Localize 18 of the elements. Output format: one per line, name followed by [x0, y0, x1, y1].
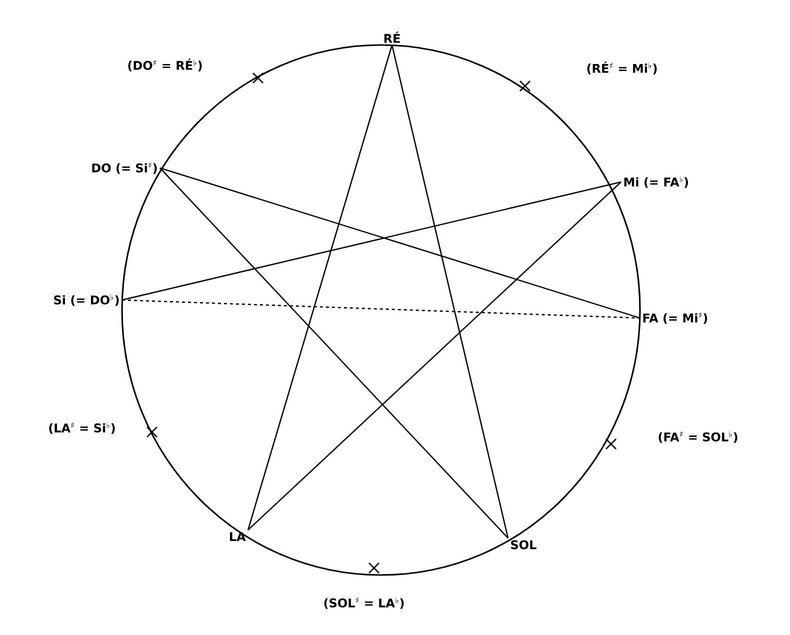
line: [122, 181, 622, 301]
line: [247, 44, 393, 530]
note-label: (FA$^{♯}$ = SOL$^{♭}$): [658, 431, 738, 443]
note-label: FA (= Mi$^{♯}$): [643, 312, 708, 324]
note-label: (RÉ$^{♯}$ = Mi$^{♭}$): [587, 62, 657, 74]
line: [391, 44, 509, 538]
note-label: (DO$^{♯}$ = RÉ$^{♭}$): [128, 58, 202, 72]
note-label: Si (= DO$^{♭}$): [54, 294, 119, 306]
note-label: (SOL$^{♯}$ = LA$^{♭}$): [324, 597, 404, 609]
line: [160, 168, 508, 538]
note-label: (LA$^{♯}$ = Si$^{♭}$): [49, 422, 115, 434]
note-label: SOL: [511, 540, 536, 550]
line: [248, 182, 622, 530]
note-label: RÉ: [384, 32, 400, 43]
note-label: Mi (= FA$^{♭}$): [624, 176, 688, 188]
line: [160, 167, 640, 319]
line: [122, 299, 640, 319]
note-label: DO (= Si$^{♯}$): [92, 162, 157, 174]
